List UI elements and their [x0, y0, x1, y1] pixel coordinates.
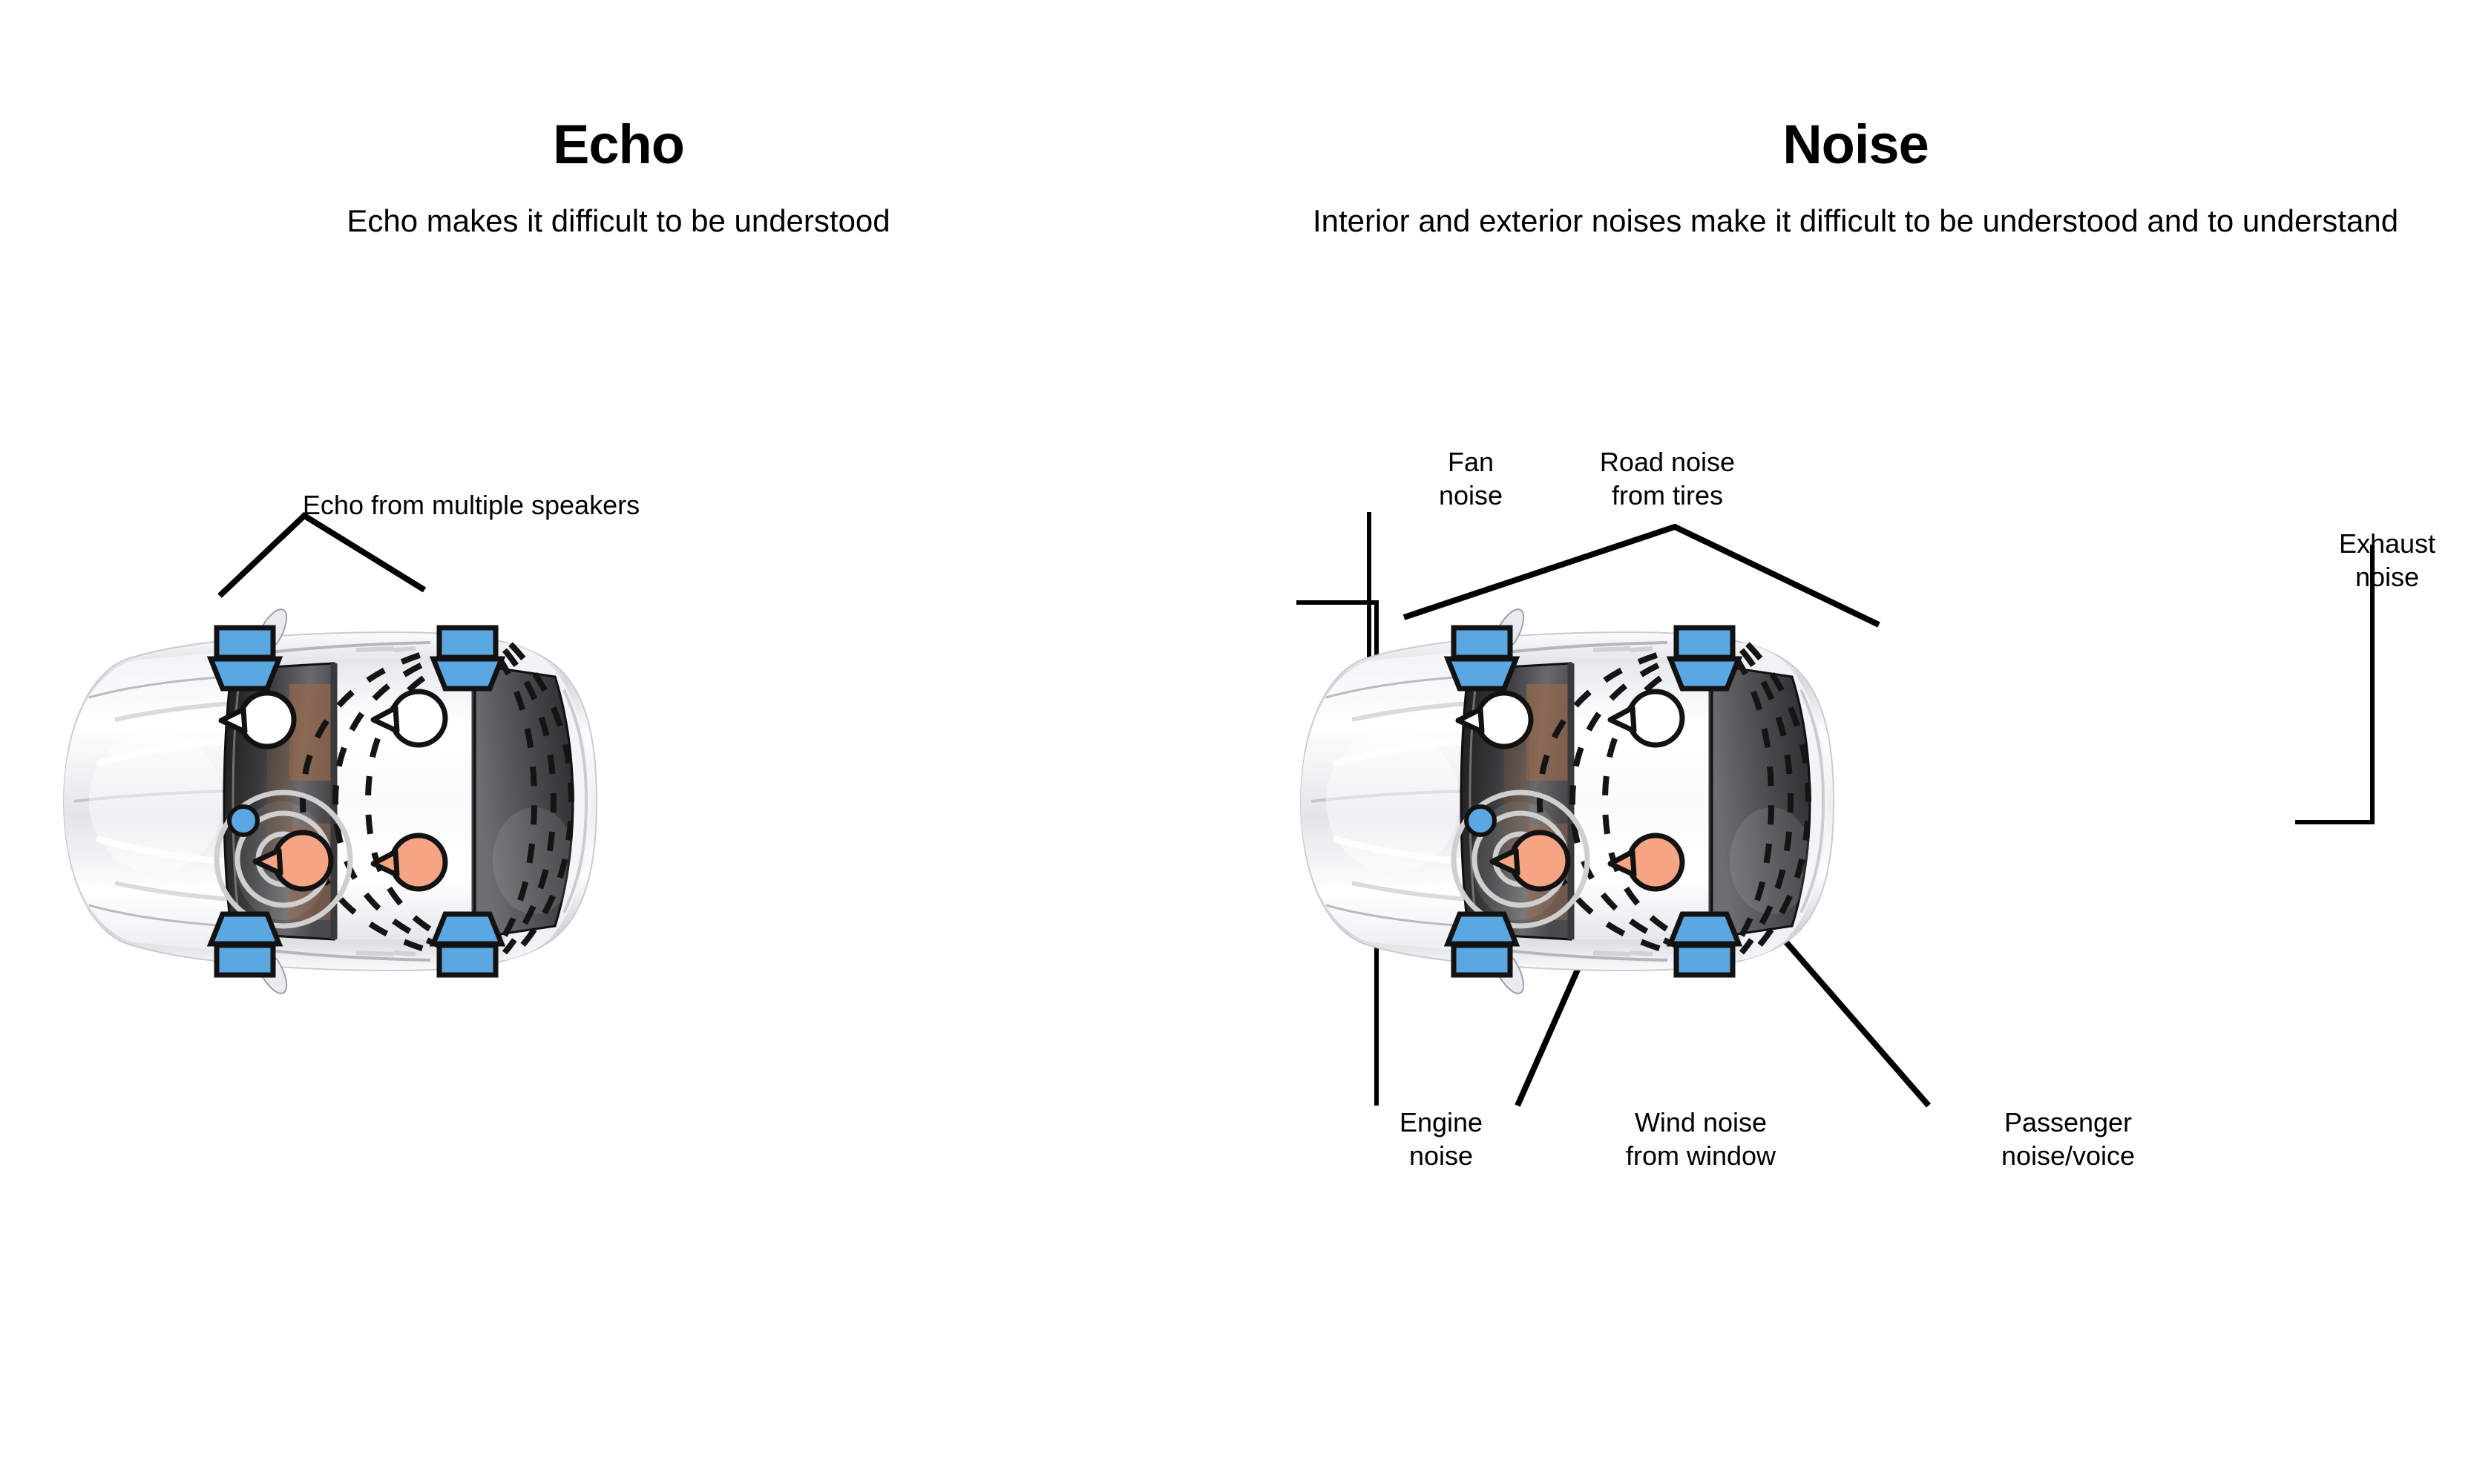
occupant-front-left-speaking [252, 830, 334, 892]
callout-echo-from-speakers: Echo from multiple speakers [302, 490, 640, 520]
noise-panel-title: Noise [1782, 113, 1929, 175]
car-illustration-noise [1296, 512, 2375, 1108]
occupant-front-right [218, 690, 297, 749]
microphone-icon [1464, 804, 1497, 837]
echo-wave-arcs [1536, 642, 1812, 961]
panel-noise: Noise Interior and exterior noises make … [1237, 0, 2474, 1484]
occupant-rear-left [1607, 833, 1685, 892]
occupant-rear-right [370, 689, 448, 748]
speaker-front-right [206, 911, 283, 978]
leader-exhaust-noise [2295, 545, 2375, 824]
speaker-rear-left [1666, 625, 1743, 692]
occupant-front-left-speaking [1489, 830, 1571, 892]
speaker-rear-right [429, 911, 506, 978]
speaker-rear-left [429, 625, 506, 692]
leader-wind-noise [1515, 963, 1583, 1107]
leader-road-noise [1402, 523, 1880, 628]
occupant-rear-right [1607, 689, 1685, 748]
callout-road-noise: Road noise from tires [1599, 447, 1736, 511]
panel-echo: Echo Echo makes it difficult to be under… [62, 113, 890, 994]
speaker-front-left [1443, 625, 1520, 692]
callout-passenger-noise: Passenger noise/voice [2001, 1107, 2136, 1172]
car-body [1299, 608, 1835, 994]
callout-engine-noise: Engine noise [1399, 1107, 1483, 1172]
callout-fan-noise: Fan noise [1438, 447, 1503, 511]
echo-panel-title: Echo [553, 113, 685, 175]
speaker-front-right [1443, 911, 1520, 978]
car-illustration-echo [62, 512, 598, 994]
speaker-rear-right [1666, 911, 1743, 978]
callout-wind-noise: Wind noise from window [1625, 1107, 1776, 1172]
echo-panel-subtitle: Echo makes it difficult to be understood [347, 203, 890, 238]
echo-wave-arcs [299, 642, 575, 961]
callout-exhaust-noise: Exhaust noise [2338, 528, 2436, 593]
occupant-front-right [1455, 690, 1534, 749]
noise-panel-subtitle: Interior and exterior noises make it dif… [1312, 203, 2399, 238]
speaker-front-left [206, 625, 283, 692]
microphone-icon [227, 804, 260, 837]
occupant-rear-left [370, 833, 448, 892]
leader-echo-speakers [217, 512, 427, 598]
car-body [62, 608, 598, 994]
